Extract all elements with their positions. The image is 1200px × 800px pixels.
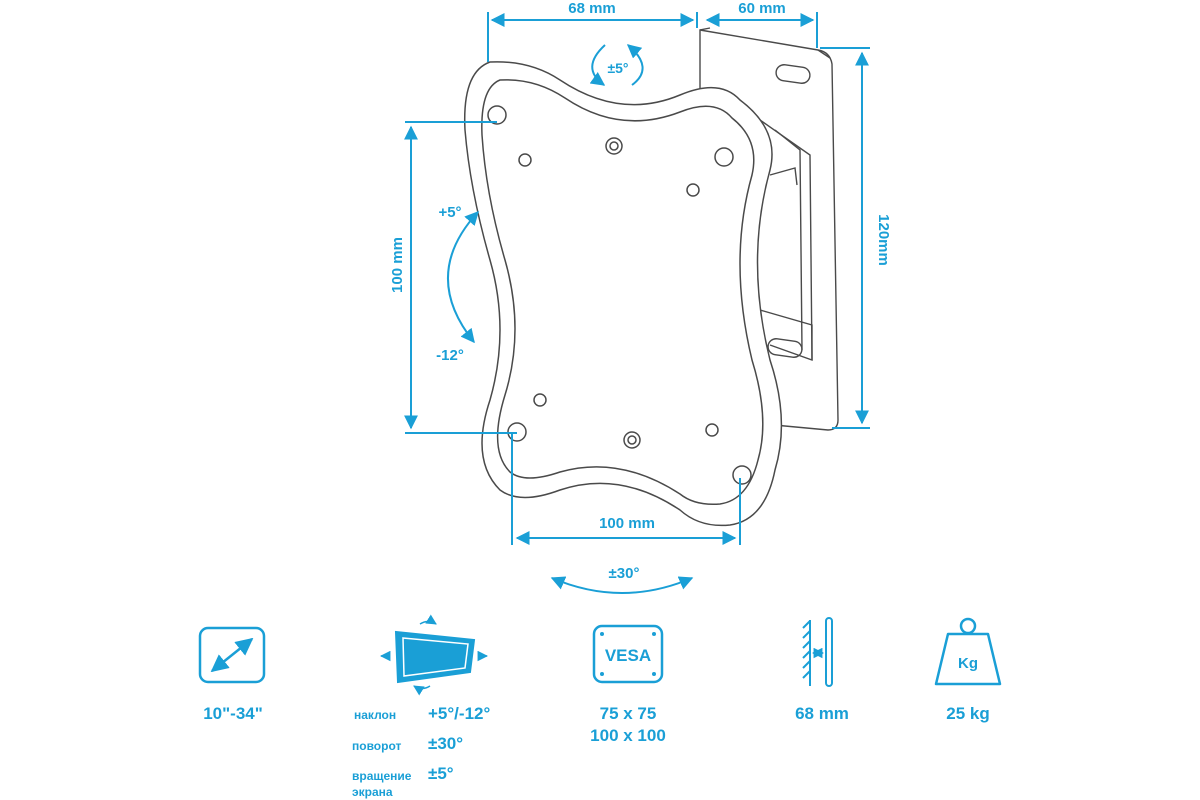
weight-icon-text: Kg <box>958 655 978 672</box>
angle-label-tilt-down: -12° <box>436 347 464 364</box>
weight-icon: Kg <box>934 617 1002 686</box>
wall-plate <box>699 27 839 431</box>
dim-label-left-height: 100 mm <box>389 237 406 293</box>
diagonal-arrow-icon <box>198 626 266 684</box>
rotate-arc <box>589 44 606 86</box>
spec-wall-distance-value: 68 mm <box>795 704 849 723</box>
angle-label-swivel: ±30° <box>609 565 640 582</box>
spec-motion-label-tilt: наклон <box>354 708 397 722</box>
tilt-swivel-screen-icon <box>379 614 489 696</box>
spec-motion-value-rotation: ±5° <box>428 764 454 783</box>
angle-label-tilt-up: +5° <box>438 204 461 221</box>
spec-diagonal-value: 10"-34" <box>203 704 263 723</box>
dimension-lines <box>404 12 870 594</box>
spec-load-value: 25 kg <box>946 704 990 723</box>
dim-label-bottom-width: 100 mm <box>599 515 655 532</box>
spec-motion-label-swivel: поворот <box>352 739 402 753</box>
vesa-icon: VESA <box>592 624 664 684</box>
swivel-arc <box>550 576 694 594</box>
spec-motion-label-rotation-line1: вращение <box>352 769 412 783</box>
spec-motion-label-rotation-line2: экрана <box>352 785 393 799</box>
dim-label-top-depth: 60 mm <box>738 0 786 17</box>
tilt-arc <box>447 210 479 344</box>
vesa-plate <box>463 61 783 527</box>
spec-vesa-value-2: 100 x 100 <box>590 726 666 745</box>
spec-motion-value-tilt: +5°/-12° <box>428 704 491 723</box>
dim-label-top-width: 68 mm <box>568 0 616 17</box>
spec-vesa-value-1: 75 x 75 <box>599 704 657 723</box>
angle-label-rotate: ±5° <box>607 60 628 76</box>
vesa-icon-text: VESA <box>605 646 651 665</box>
dim-label-right-height: 120mm <box>875 214 892 266</box>
wall-distance-icon <box>802 617 833 687</box>
spec-motion-value-swivel: ±30° <box>428 734 464 753</box>
